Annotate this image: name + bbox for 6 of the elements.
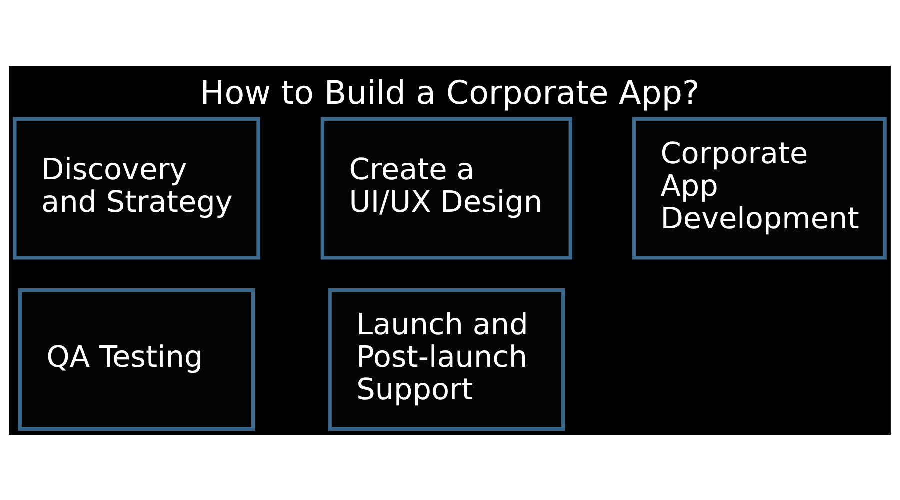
node-box: Corporate App Development [632, 116, 887, 260]
node-box: Discovery and Strategy [13, 116, 260, 260]
node-box: QA Testing [18, 288, 256, 430]
node-box: Launch and Post-launch Support [328, 288, 566, 430]
node-box: Create a UI/UX Design [320, 116, 572, 260]
diagram-title: How to Build a Corporate App? [200, 73, 700, 112]
